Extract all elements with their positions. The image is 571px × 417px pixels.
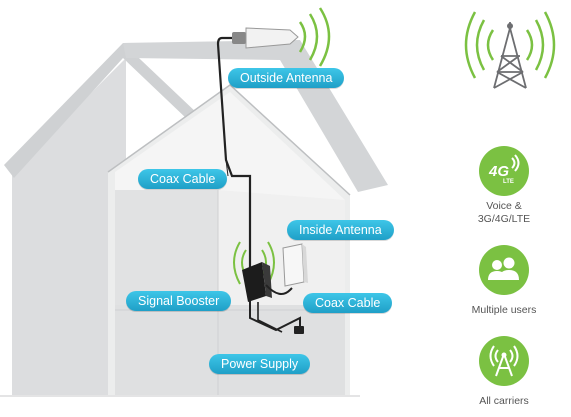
- 4g-lte-icon: 4G LTE: [479, 146, 529, 196]
- floor: [115, 305, 345, 395]
- label-inside-antenna: Inside Antenna: [287, 220, 394, 240]
- label-outside-antenna: Outside Antenna: [228, 68, 345, 88]
- label-coax-cable-top: Coax Cable: [138, 169, 228, 189]
- feature-label-voice-line2: 3G/4G/LTE: [477, 213, 531, 225]
- house-left-wall: [12, 58, 126, 395]
- 4g-text: 4G: [488, 163, 509, 180]
- label-power-supply: Power Supply: [209, 354, 311, 374]
- coax-cable-inside: [265, 284, 293, 295]
- coax-cable-upper: [216, 36, 252, 268]
- outside-antenna-icon: [232, 27, 299, 49]
- feature-label-users: Multiple users: [471, 304, 537, 316]
- roof-left: [4, 43, 236, 178]
- label-signal-booster: Signal Booster: [126, 291, 232, 311]
- power-plug-icon: [294, 326, 304, 334]
- power-cable: [249, 300, 301, 332]
- tower-broadcast-icon: [479, 336, 529, 386]
- feature-label-voice-line1: Voice &: [486, 200, 522, 212]
- lte-text: LTE: [503, 179, 514, 185]
- inside-antenna-device: [282, 243, 308, 287]
- outside-antenna-signal-icon: [298, 7, 331, 67]
- label-coax-cable-bottom: Coax Cable: [303, 293, 393, 313]
- cell-tower-icon: [464, 11, 556, 89]
- feature-label-voice: Voice & 3G/4G/LTE: [454, 200, 554, 226]
- users-icon: [479, 245, 529, 295]
- feature-label-carriers: All carriers: [479, 395, 529, 407]
